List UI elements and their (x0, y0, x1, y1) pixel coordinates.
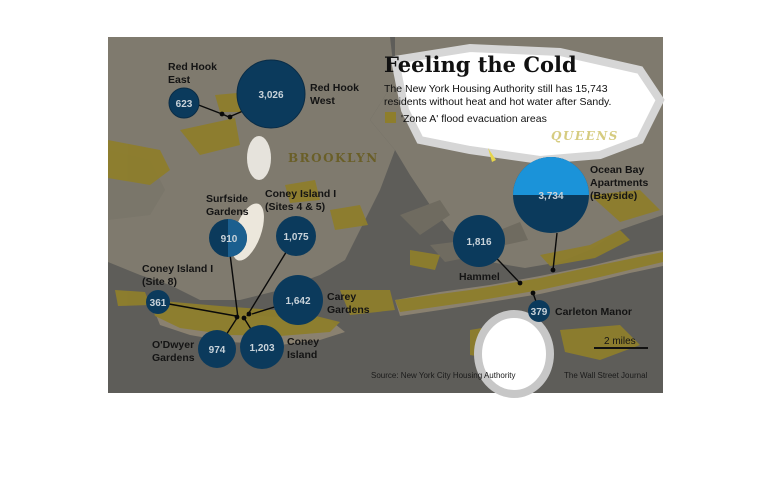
bubble-odwyer-gardens (198, 330, 236, 368)
label-red-hook-east: Red Hook East (168, 61, 220, 86)
bubble-red-hook-east (168, 87, 200, 119)
bubble-coney-island-i-site-8 (146, 290, 170, 314)
bubble-carey-gardens (273, 275, 323, 325)
bubble-carleton-manor (528, 300, 550, 322)
map-subtitle-line-1: The New York Housing Authority still has… (384, 83, 608, 95)
bubble-hammel (453, 215, 505, 267)
borough-label-queens: QUEENS (551, 129, 619, 143)
label-ocean-bay: Ocean Bay Apartments (Bayside) (590, 164, 651, 202)
label-carleton-manor: Carleton Manor (555, 306, 632, 318)
map-title: Feeling the Cold (384, 52, 577, 77)
value-coney-island: 1,203 (249, 343, 274, 354)
value-ocean-bay: 3,734 (538, 191, 563, 202)
label-odwyer-gardens: O'Dwyer Gardens (152, 339, 197, 364)
value-surfside-gardens: 910 (221, 234, 238, 245)
value-carey-gardens: 1,642 (285, 296, 310, 307)
bay-island-3 (500, 222, 528, 245)
legend-label-flood-zone: 'Zone A' flood evacuation areas (401, 113, 547, 125)
value-coney-island-i-sites-4-5: 1,075 (283, 232, 308, 243)
label-coney-island: Coney Island (287, 336, 322, 361)
legend-swatch-flood-zone (385, 112, 396, 123)
value-red-hook-west: 3,026 (258, 90, 283, 101)
value-odwyer-gardens: 974 (209, 345, 226, 356)
bubble-coney-island (240, 325, 284, 369)
bubble-ocean-bay-highlight (513, 157, 589, 195)
credit-note: The Wall Street Journal (564, 371, 648, 380)
scale-label: 2 miles (604, 336, 636, 347)
label-surfside-gardens: Surfside Gardens (206, 193, 251, 218)
bubble-surfside-highlight (228, 219, 247, 257)
source-note: Source: New York City Housing Authority (371, 371, 516, 380)
value-carleton-manor: 379 (531, 307, 548, 318)
value-red-hook-east: 623 (176, 99, 193, 110)
label-hammel: Hammel (459, 271, 500, 283)
bay-island-1 (400, 200, 450, 235)
bubble-red-hook-west (236, 59, 306, 129)
bubbles (146, 59, 589, 369)
connector-dots (219, 111, 556, 321)
value-hammel: 1,816 (466, 237, 491, 248)
bubble-coney-island-i-sites-4-5 (276, 216, 316, 256)
label-carey-gardens: Carey Gardens (327, 291, 370, 316)
borough-label-brooklyn: BROOKLYN (288, 151, 379, 165)
value-coney-island-i-site-8: 361 (150, 298, 167, 309)
label-coney-island-i-sites-4-5: Coney Island I (Sites 4 & 5) (265, 188, 339, 213)
highlight-patches (232, 43, 665, 398)
map-subtitle-line-2: residents without heat and hot water aft… (384, 96, 611, 108)
queens-yellow-mark (488, 148, 496, 162)
label-red-hook-west: Red Hook West (310, 82, 362, 107)
label-coney-island-i-site-8: Coney Island I (Site 8) (142, 263, 216, 288)
